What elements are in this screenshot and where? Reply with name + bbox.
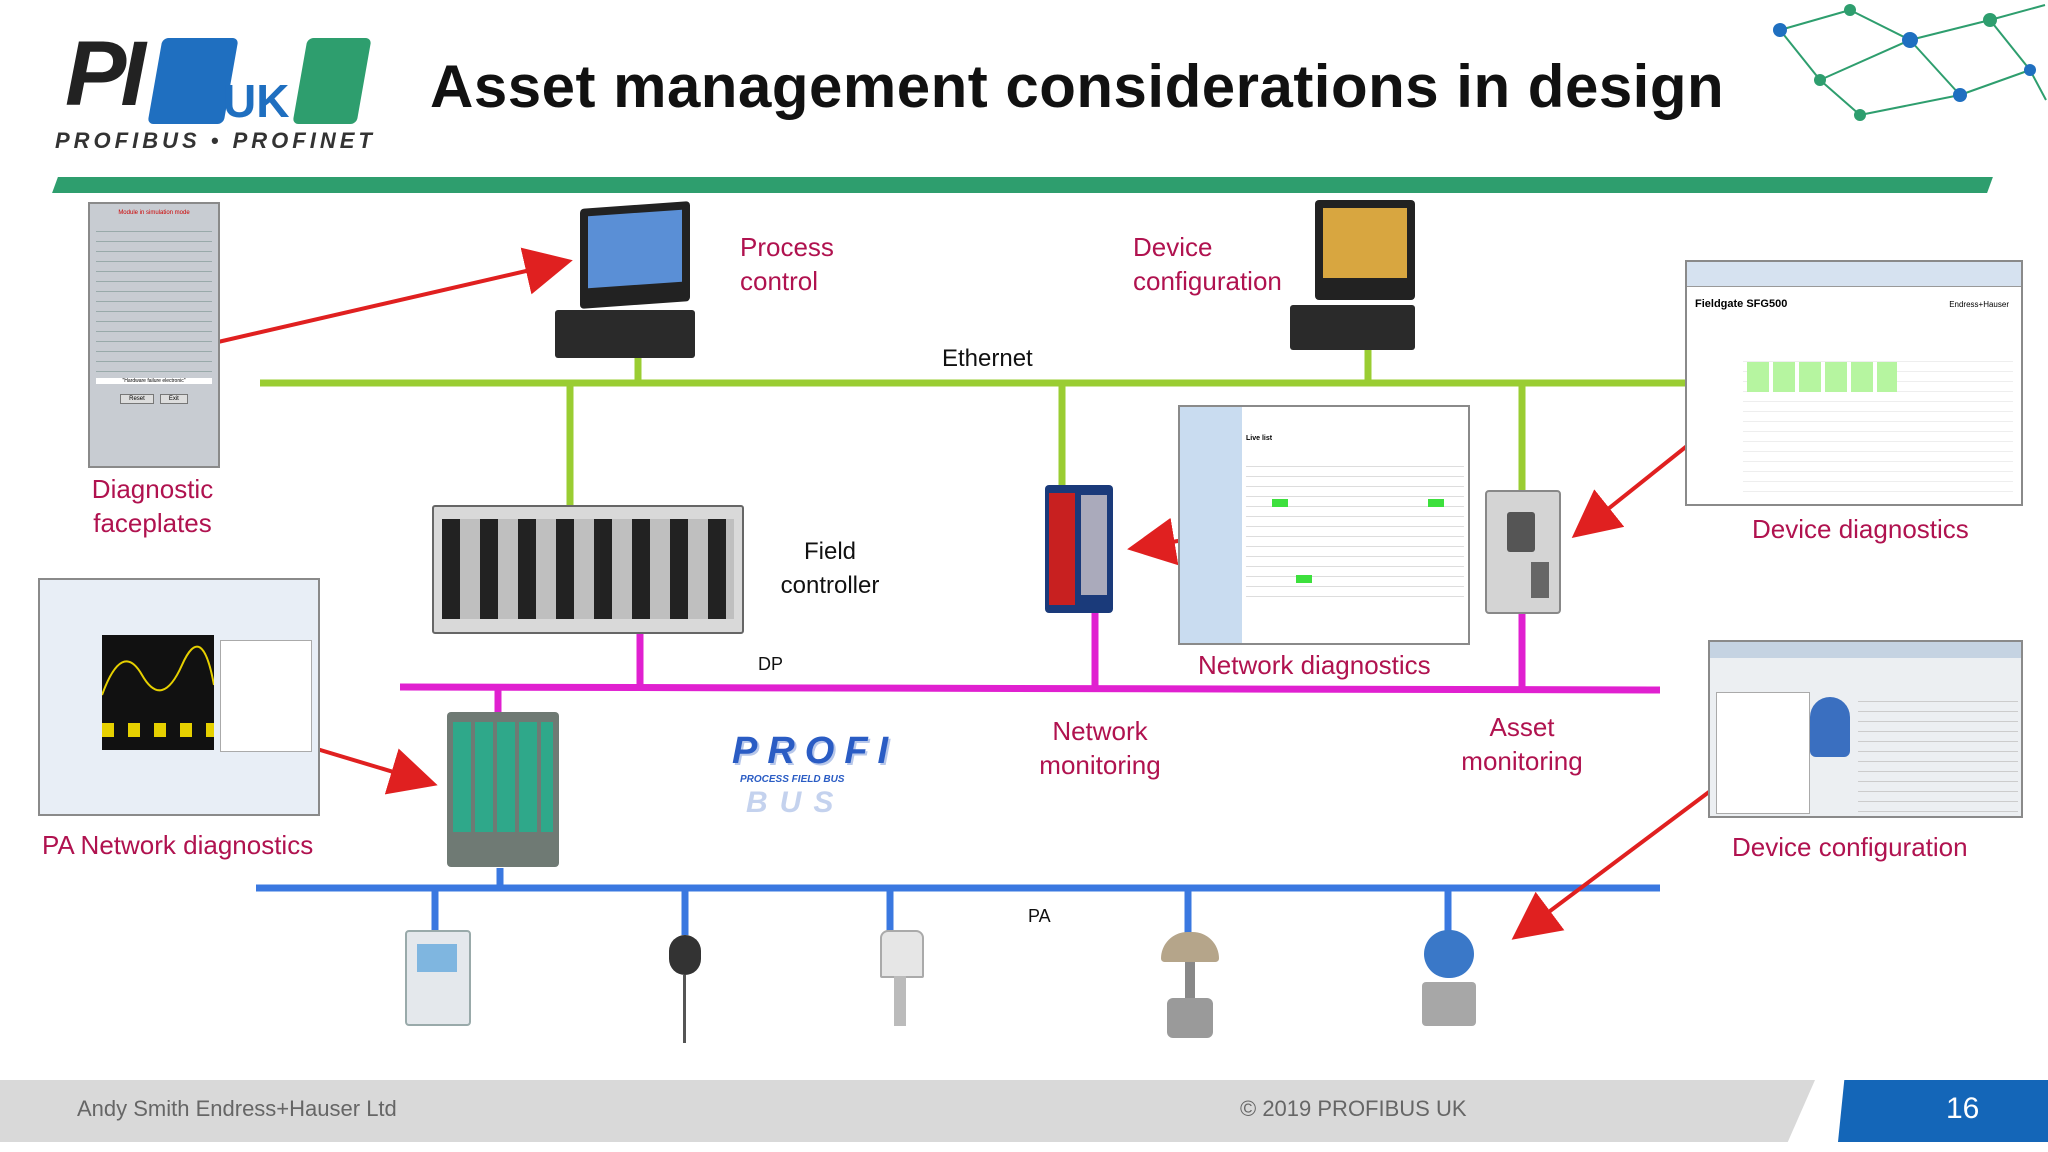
device-configuration-pc — [1290, 200, 1420, 350]
label-process-control: Process control — [740, 232, 834, 296]
page-number: 16 — [1946, 1092, 1980, 1125]
label-pa-network-diagnostics: PA Network diagnostics — [42, 830, 314, 860]
monitor — [1315, 200, 1415, 300]
label-dp: DP — [758, 654, 784, 674]
process-control-pc — [555, 201, 700, 360]
fieldgate-title: Fieldgate SFG500 — [1695, 298, 1788, 310]
footer-copyright: © 2019 PROFIBUS UK — [1240, 1096, 1467, 1121]
logo-pi-text: PI — [65, 23, 146, 125]
page-number-box — [1838, 1080, 2048, 1142]
label-device-diagnostics: Device diagnostics — [1752, 514, 1969, 544]
field-controller-rack — [432, 505, 744, 634]
label-network-monitoring: Network monitoring — [1039, 716, 1161, 780]
faceplate-title: Module in simulation mode — [118, 210, 190, 216]
fieldgate-brand: Endress+Hauser — [1949, 300, 2009, 309]
logo-tagline: PROFIBUS • PROFINET — [55, 128, 376, 153]
asset-monitoring-gateway — [1485, 490, 1561, 614]
footer-author: Andy Smith Endress+Hauser Ltd — [77, 1096, 397, 1121]
pressure-transmitter-device — [1418, 930, 1480, 1030]
footer-bar — [0, 1080, 1815, 1142]
reset-button[interactable]: Reset — [120, 394, 154, 404]
label-asset-monitoring: Asset monitoring — [1461, 712, 1583, 776]
analyser-device — [405, 930, 471, 1026]
label-network-diagnostics: Network diagnostics — [1198, 650, 1431, 680]
pi-uk-logo: PI UK — [55, 23, 375, 150]
label-device-configuration-top: Device configuration — [1133, 232, 1282, 296]
waveform — [101, 645, 215, 696]
profibus-logo-sub: PROCESS FIELD BUS — [740, 774, 845, 785]
label-device-configuration-bottom: Device configuration — [1732, 832, 1968, 862]
arrow-devconfig-to-transmitter — [1511, 763, 1747, 940]
fieldgate-screen: Fieldgate SFG500 Endress+Hauser — [1685, 260, 2023, 506]
profibus-logo-letters: PROFI — [732, 730, 899, 772]
pc-base — [1290, 305, 1415, 350]
network-diagnostics-screen: Live list — [1178, 405, 1470, 645]
slide-title: Asset management considerations in desig… — [430, 53, 1725, 120]
level-switch-device — [878, 930, 924, 1040]
dp-pa-coupler — [447, 712, 559, 867]
faceplate-status: "Hardware failure electronic" — [96, 378, 212, 384]
pa-network-diagnostics-screen — [38, 578, 320, 816]
device-configuration-screen — [1708, 640, 2023, 818]
label-ethernet: Ethernet — [942, 345, 1033, 372]
monitor — [580, 201, 690, 309]
exit-button[interactable]: Exit — [159, 394, 188, 404]
dp-bus-line — [399, 683, 1661, 694]
network-decoration — [1773, 4, 2047, 121]
label-diagnostic-faceplates: Diagnostic faceplates — [91, 474, 214, 538]
profibus-logo: PROFI PROCESS FIELD BUS BUS — [710, 730, 910, 830]
label-pa: PA — [1028, 906, 1051, 926]
diagnostic-faceplate-screen: Module in simulation mode "Hardware fail… — [88, 202, 220, 468]
live-list-title: Live list — [1246, 435, 1273, 442]
profibus-logo-bus: BUS — [746, 786, 846, 819]
pc-base — [555, 310, 695, 358]
logo-uk-text: UK — [223, 75, 290, 127]
label-field-controller: Field controller — [780, 538, 880, 599]
ethernet-dp-gateway — [1045, 485, 1113, 613]
temperature-sensor-device — [665, 935, 705, 1045]
control-valve-device — [1155, 932, 1225, 1044]
arrow-faceplate-to-pc — [204, 247, 573, 347]
